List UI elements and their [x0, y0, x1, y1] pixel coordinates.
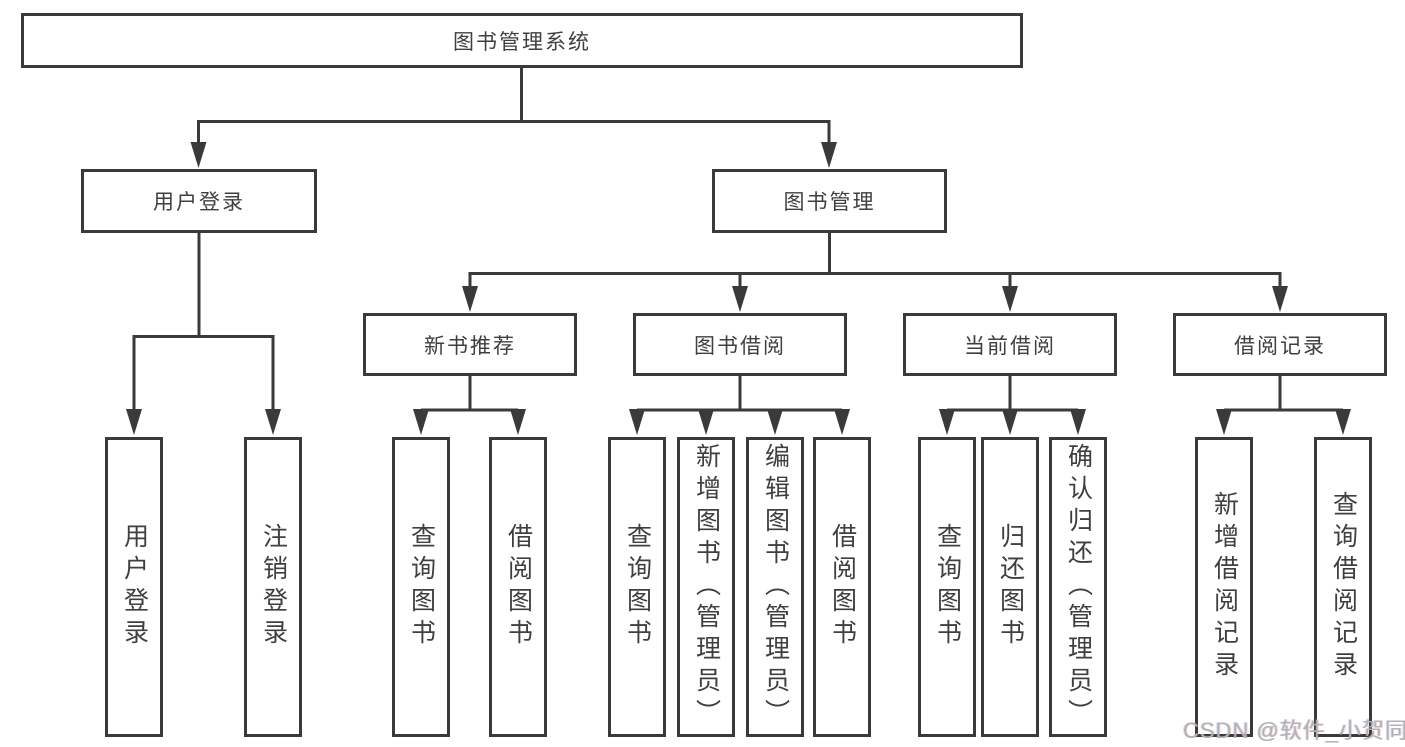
node-root: 图书管理系统 — [21, 13, 1023, 68]
arrowhead-icon — [698, 409, 714, 435]
arrowhead-icon — [939, 409, 955, 435]
leaf-nb-query-books: 查询图书 — [392, 437, 450, 737]
leaf-br-add-record-label: 新增借阅记录 — [1210, 491, 1239, 683]
leaf-cb-query-books: 查询图书 — [918, 437, 976, 737]
node-current-borrow-label: 当前借阅 — [964, 334, 1056, 358]
arrowhead-icon — [732, 286, 748, 312]
node-user-login-label: 用户登录 — [153, 191, 245, 214]
leaf-bb-edit-books-admin-label: 编辑图书（管理员） — [761, 443, 790, 731]
arrowhead-icon — [413, 409, 429, 435]
arrowhead-icon — [190, 142, 207, 168]
leaf-bb-borrow-books: 借阅图书 — [813, 437, 871, 737]
leaf-br-query-record-label: 查询借阅记录 — [1329, 491, 1358, 683]
arrowhead-icon — [767, 409, 783, 435]
arrowhead-icon — [1272, 286, 1288, 312]
leaf-logout: 注销登录 — [244, 437, 302, 737]
leaf-br-add-record: 新增借阅记录 — [1195, 437, 1253, 737]
leaf-nb-borrow-books: 借阅图书 — [489, 437, 547, 737]
leaf-bb-add-books-admin-label: 新增图书（管理员） — [692, 443, 721, 731]
arrowhead-icon — [462, 286, 478, 312]
node-book-management: 图书管理 — [712, 169, 947, 233]
leaf-cb-confirm-return-admin: 确认归还（管理员） — [1049, 437, 1107, 737]
leaf-nb-query-books-label: 查询图书 — [407, 523, 436, 651]
leaf-nb-borrow-books-label: 借阅图书 — [504, 523, 533, 651]
leaf-bb-query-books-label: 查询图书 — [623, 523, 652, 651]
node-book-management-label: 图书管理 — [783, 191, 876, 214]
node-book-borrow-label: 图书借阅 — [694, 334, 786, 358]
arrowhead-icon — [1216, 409, 1232, 435]
node-book-borrow: 图书借阅 — [633, 313, 847, 376]
arrowhead-icon — [1335, 409, 1351, 435]
node-root-label: 图书管理系统 — [453, 30, 591, 54]
node-new-books-label: 新书推荐 — [424, 334, 516, 358]
arrowhead-icon — [629, 409, 645, 435]
leaf-user-login: 用户登录 — [105, 437, 163, 737]
arrowhead-icon — [1002, 409, 1018, 435]
arrowhead-icon — [1070, 409, 1086, 435]
arrowhead-icon — [510, 409, 526, 435]
connector-user-login-rail — [132, 335, 275, 410]
arrowhead-icon — [1002, 286, 1018, 312]
leaf-cb-query-books-label: 查询图书 — [933, 523, 962, 651]
arrowhead-icon — [834, 409, 850, 435]
node-borrow-records-label: 借阅记录 — [1234, 334, 1326, 358]
leaf-bb-add-books-admin: 新增图书（管理员） — [677, 437, 735, 737]
watermark: CSDN @软件_小贺同学 — [1183, 718, 1405, 743]
arrowhead-icon — [126, 409, 142, 435]
leaf-cb-return-books-label: 归还图书 — [996, 523, 1025, 651]
connector-root-rail — [197, 120, 831, 144]
node-current-borrow: 当前借阅 — [903, 313, 1117, 376]
leaf-bb-borrow-books-label: 借阅图书 — [828, 523, 857, 651]
arrowhead-icon — [265, 409, 281, 435]
arrowhead-icon — [821, 142, 837, 168]
node-user-login: 用户登录 — [81, 169, 317, 233]
leaf-bb-query-books: 查询图书 — [608, 437, 666, 737]
leaf-cb-confirm-return-admin-label: 确认归还（管理员） — [1064, 443, 1093, 731]
connector-book-mgmt-rail — [468, 272, 1282, 288]
leaf-bb-edit-books-admin: 编辑图书（管理员） — [746, 437, 804, 737]
node-borrow-records: 借阅记录 — [1173, 313, 1387, 376]
connector-book-mgmt-drops — [738, 273, 1012, 288]
leaf-br-query-record: 查询借阅记录 — [1314, 437, 1372, 737]
node-new-books: 新书推荐 — [363, 313, 577, 376]
leaf-cb-return-books: 归还图书 — [981, 437, 1039, 737]
leaf-logout-label: 注销登录 — [259, 523, 288, 651]
leaf-user-login-label: 用户登录 — [120, 523, 149, 651]
